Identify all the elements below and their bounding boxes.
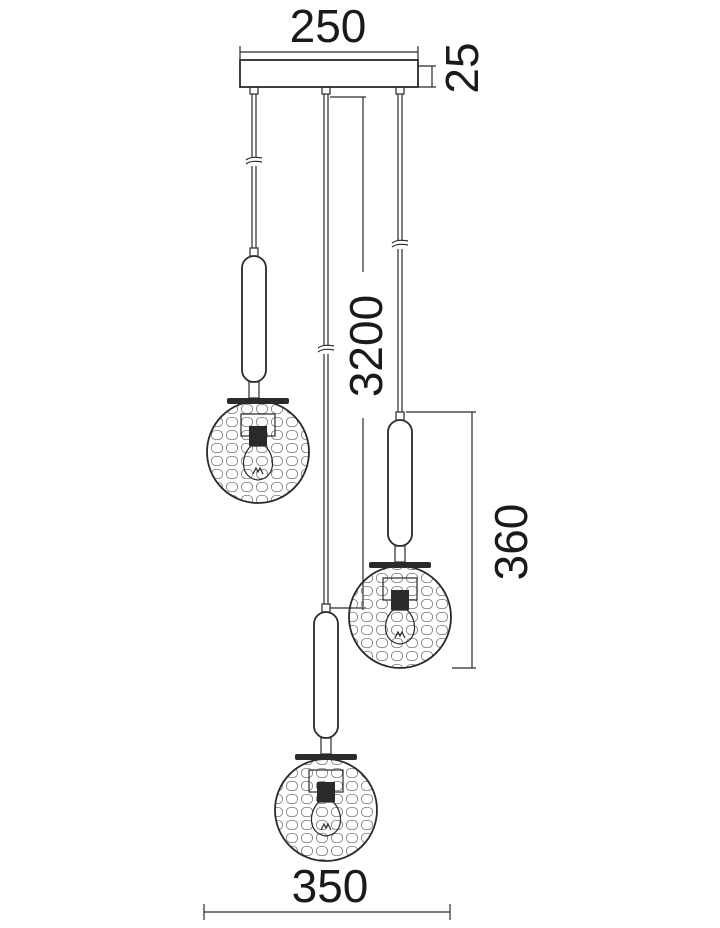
pendant-right: [348, 94, 452, 669]
pendant-height-label: 360: [485, 504, 537, 581]
pendant-left: [206, 94, 310, 504]
overall-width-dimension: [203, 904, 451, 920]
bulb-left: [240, 413, 276, 481]
canopy-height-label: 25: [436, 42, 488, 93]
bulb-right: [382, 577, 418, 645]
canopy-width-dimension: [239, 46, 419, 60]
cable-left: [245, 94, 263, 248]
overall-width-label: 350: [292, 860, 369, 912]
canopy-height-dimension: [418, 65, 436, 88]
stem-body-left: [241, 255, 267, 383]
cable-right: [391, 94, 409, 412]
canopy-width-label: 250: [290, 0, 367, 52]
cable-length-label: 3200: [340, 295, 392, 397]
bulb-bottom: [308, 769, 344, 837]
glass-globe-bottom: [274, 758, 378, 862]
stem-body-right: [387, 419, 413, 547]
glass-globe-right: [348, 565, 452, 669]
stem-body-bottom: [313, 611, 339, 739]
canopy: [239, 59, 419, 95]
cable-bottom: [317, 94, 335, 604]
pendant-height-dimension: [406, 411, 476, 669]
glass-globe-left: [206, 400, 310, 504]
pendant-bottom: [274, 94, 378, 862]
